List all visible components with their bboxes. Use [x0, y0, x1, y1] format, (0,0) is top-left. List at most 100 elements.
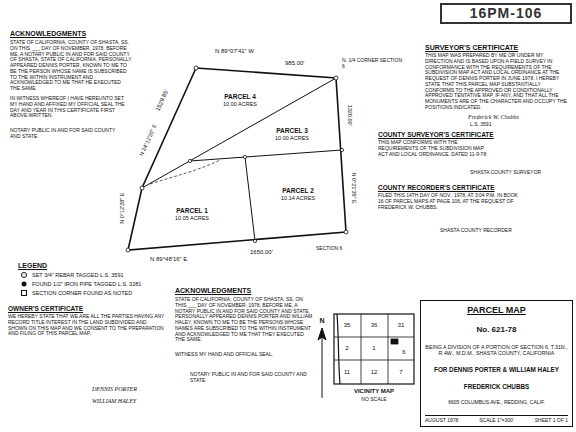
- vicinity-map-frame: [334, 314, 414, 384]
- bearing: N 89°48'16" E: [150, 256, 187, 263]
- section-number: 1: [372, 345, 375, 352]
- north-arrow-shaft: [322, 332, 323, 398]
- node-text: 10.00 ACRES: [275, 135, 309, 141]
- node-title: 16PM-106: [470, 5, 543, 21]
- monument: [340, 148, 343, 151]
- legend-symbol: [20, 289, 28, 297]
- section-number: 12: [371, 369, 378, 376]
- section-number: 11: [344, 369, 350, 376]
- section-line: [334, 337, 414, 338]
- parcel-label: PARCEL 210.14 ACRES: [281, 187, 315, 201]
- section-heading: SURVEYOR'S CERTIFICATE: [425, 44, 518, 52]
- section-number: 36: [371, 322, 378, 329]
- dimension: 1529.85': [154, 88, 170, 112]
- node-title: PARCEL 4: [223, 93, 257, 100]
- title-strip: AUGUST 1978 SCALE 1"=300' SHEET 1 OF 1: [425, 415, 568, 426]
- node-title: PARCEL 1: [175, 207, 209, 214]
- parcel-line: [142, 78, 336, 188]
- corner-note: N. 1/4 CORNER SECTION 6: [342, 58, 404, 70]
- section-number: 7: [399, 369, 402, 376]
- certificate-text: STATE OF CALIFORNIA, COUNTY OF SHASTA, S…: [10, 40, 132, 92]
- map-note: NO SCALE: [361, 397, 386, 403]
- dimension: 985.00': [285, 60, 305, 67]
- section-heading: OWNER'S CERTIFICATE: [8, 305, 83, 312]
- monument: [194, 66, 198, 70]
- vicinity-map: [334, 314, 414, 384]
- node-text: 10.00 ACRES: [223, 101, 257, 107]
- node-text: 6605 COLUMBUS AVE., REDDING, CALIF.: [448, 400, 545, 406]
- bearing: N 24°12'20" E: [138, 123, 158, 157]
- section-number: 31: [398, 322, 405, 329]
- node-title: PARCEL 3: [275, 127, 309, 134]
- monument: [344, 230, 348, 234]
- node-text: No. 621-78: [476, 325, 516, 334]
- legend-symbol: [20, 280, 28, 288]
- parcel-label: PARCEL 110.05 ACRES: [175, 207, 209, 221]
- section-line: [361, 314, 362, 384]
- sheet-stamp: 16PM-106: [440, 3, 572, 24]
- legend-symbol: [20, 271, 28, 279]
- legend-text: SECTION CORNER FOUND AS NOTED: [32, 290, 132, 296]
- section-heading: COUNTY SURVEYOR'S CERTIFICATE: [378, 131, 494, 138]
- section-line: [388, 314, 389, 384]
- boundary-lines: [128, 68, 346, 250]
- certificate-text: WITNESS MY HAND AND OFFICIAL SEAL.: [175, 352, 315, 358]
- legend-shape: [22, 273, 27, 278]
- certificate-text: FILED THIS 14TH DAY OF NOV., 1978, AT 3:…: [378, 193, 518, 210]
- certificate-text: L.S. 3591: [470, 122, 491, 128]
- node-text: 10.05 ACRES: [175, 215, 209, 221]
- certificate-text: IN WITNESS WHEREOF I HAVE HEREUNTO SET M…: [10, 96, 132, 119]
- legend-shape: [22, 282, 27, 287]
- node-text: FOR DENNIS PORTER & WILLIAM HALEY: [434, 366, 559, 373]
- legend-text: SET 3/4" REBAR TAGGED L.S. 3591: [32, 272, 124, 278]
- subdivision-boundary: [128, 68, 346, 250]
- certificate-text: STATE OF CALIFORNIA, COUNTY OF SHASTA, S…: [175, 297, 315, 343]
- dimension: 1320.00': [346, 105, 352, 126]
- certificate-text: NOTARY PUBLIC IN AND FOR SAID COUNTY AND…: [190, 372, 310, 384]
- signature: DENNIS PORTER: [92, 386, 137, 393]
- bearing: N 0°21'35" E: [351, 172, 357, 203]
- monument: [243, 155, 246, 158]
- title-block: PARCEL MAP No. 621-78BEING A DIVISION OF …: [420, 300, 573, 427]
- legend-heading: LEGEND: [18, 262, 47, 270]
- legend-shape: [22, 291, 27, 296]
- section-line: [334, 360, 414, 361]
- north-arrow-head: [318, 328, 326, 340]
- monument: [253, 239, 256, 242]
- north-label: N: [319, 317, 324, 325]
- parcel-label: PARCEL 410.00 ACRES: [223, 93, 257, 107]
- node-text: FREDERICK CHUBBS: [464, 383, 529, 390]
- bearing: N 89°07'41" W: [215, 48, 254, 55]
- node-text: AUGUST 1978: [425, 418, 458, 424]
- section-number: 35: [344, 322, 351, 329]
- monument: [140, 186, 144, 190]
- parcel-line: [190, 150, 342, 161]
- node-text: BEING A DIVISION OF A PORTION OF SECTION…: [425, 344, 568, 356]
- monument: [334, 76, 338, 80]
- site-marker: [391, 339, 398, 344]
- signature: Frederick W. Chubbs: [468, 114, 519, 121]
- legend-text: FOUND 1/2" IRON PIPE TAGGED L.S. 3281: [32, 281, 141, 287]
- section-heading: COUNTY RECORDER'S CERTIFICATE: [378, 184, 495, 191]
- parcel-label: PARCEL 310.00 ACRES: [275, 127, 309, 141]
- monuments: [126, 66, 348, 252]
- section-heading: ACKNOWLEDGMENTS: [175, 287, 251, 295]
- certificate-text: WE HEREBY STATE THAT WE ARE ALL THE PART…: [8, 314, 166, 337]
- monument: [188, 159, 191, 162]
- node-text: SHEET 1 OF 1: [535, 418, 568, 424]
- certificate-text: SHASTA COUNTY RECORDER: [440, 228, 512, 234]
- bearing: N 0°12'28" E: [120, 192, 126, 223]
- section-note: SECTION 6: [316, 246, 342, 252]
- section-heading: ACKNOWLEDGMENTS: [10, 30, 86, 38]
- signature: WILLIAM HALEY: [92, 398, 136, 405]
- dimension: 1650.00': [250, 249, 273, 256]
- certificate-text: THIS MAP CONFORMS WITH THE REQUIREMENTS …: [378, 140, 490, 157]
- road-easement: [150, 160, 220, 184]
- monument: [126, 248, 130, 252]
- map-title: VICINITY MAP: [354, 388, 394, 395]
- node-title: PARCEL MAP: [467, 305, 526, 315]
- parcel-line: [245, 157, 255, 241]
- node-text: 10.14 ACRES: [281, 195, 315, 201]
- node-text: SCALE 1"=300': [479, 418, 514, 424]
- node-title: PARCEL 2: [281, 187, 315, 194]
